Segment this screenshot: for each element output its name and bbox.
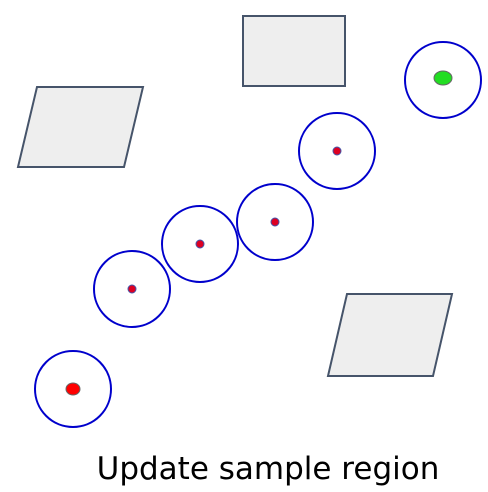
sample-point-2: [195, 239, 205, 249]
diagram-caption: Update sample region: [96, 451, 440, 487]
sample-region-3: [236, 183, 314, 261]
sample-region-1: [93, 250, 171, 328]
start-sample-point: [65, 382, 81, 396]
sample-region-4: [298, 112, 376, 190]
obstacle-parallelogram-right: [326, 293, 454, 377]
sample-region-2: [161, 205, 239, 283]
obstacle-rectangle-top: [242, 15, 346, 87]
sample-point-1: [127, 284, 137, 294]
sample-point-4: [332, 146, 342, 156]
start-region: [34, 350, 112, 428]
goal-sample-point: [433, 70, 453, 86]
obstacle-parallelogram-left: [16, 86, 145, 168]
sample-point-3: [270, 217, 280, 227]
goal-region: [404, 41, 482, 119]
